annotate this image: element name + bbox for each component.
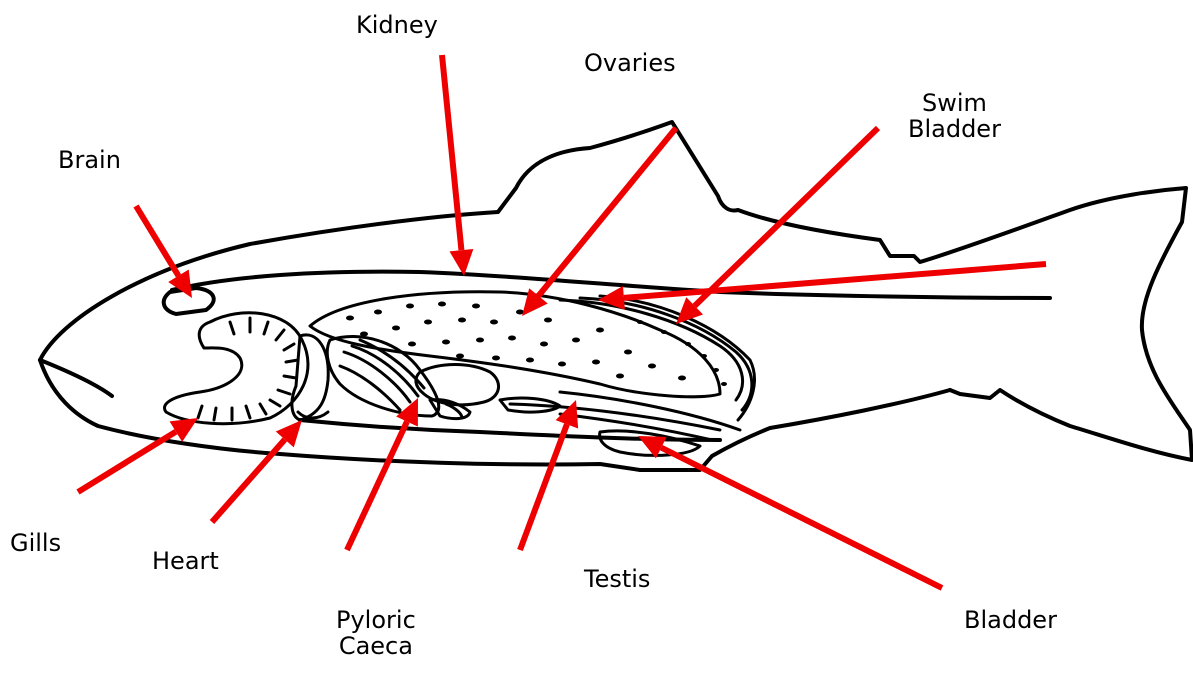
- label-heart-text: Heart: [152, 548, 219, 574]
- heart-shape: [292, 335, 328, 420]
- label-pyloric-caeca: Pyloric Caeca: [336, 607, 416, 659]
- label-swim-bladder-line2: Bladder: [908, 116, 1001, 142]
- arrow-gills: [78, 418, 198, 492]
- arrow-testis-shaft: [520, 424, 567, 550]
- label-testis: Testis: [584, 566, 650, 592]
- arrow-kidney: [442, 55, 473, 276]
- label-brain-text: Brain: [58, 147, 121, 173]
- arrow-brain: [136, 206, 192, 298]
- arrow-pyloric-caeca-shaft: [347, 422, 407, 550]
- arrow-testis: [520, 400, 578, 550]
- arrow-bladder-shaft: [661, 448, 942, 588]
- label-pyloric-caeca-line2: Caeca: [336, 633, 416, 659]
- gills-shape: [164, 313, 307, 424]
- label-brain: Brain: [58, 147, 121, 173]
- arrow-gills-shaft: [78, 432, 176, 492]
- label-gills: Gills: [10, 530, 61, 556]
- label-pyloric-caeca-line1: Pyloric: [336, 607, 416, 633]
- arrow-heart: [212, 420, 302, 522]
- label-testis-text: Testis: [584, 566, 650, 592]
- pyloric-caeca-shape: [327, 337, 470, 419]
- arrow-pyloric-caeca: [347, 398, 418, 550]
- arrow-kidney-shaft: [442, 55, 461, 250]
- arrow-bladder: [638, 436, 942, 588]
- label-bladder-text: Bladder: [964, 607, 1057, 633]
- arrow-swim-bladder-2-shaft: [624, 264, 1046, 298]
- label-ovaries-text: Ovaries: [584, 50, 676, 76]
- annotation-arrows: [78, 55, 1046, 588]
- label-swim-bladder-line1: Swim: [908, 90, 1001, 116]
- label-kidney: Kidney: [356, 12, 438, 38]
- arrow-brain-shaft: [136, 206, 178, 276]
- label-kidney-text: Kidney: [356, 12, 438, 38]
- label-bladder: Bladder: [964, 607, 1057, 633]
- label-heart: Heart: [152, 548, 219, 574]
- label-gills-text: Gills: [10, 530, 61, 556]
- label-swim-bladder: Swim Bladder: [908, 90, 1001, 142]
- label-ovaries: Ovaries: [584, 50, 676, 76]
- fish-mouth: [40, 360, 112, 396]
